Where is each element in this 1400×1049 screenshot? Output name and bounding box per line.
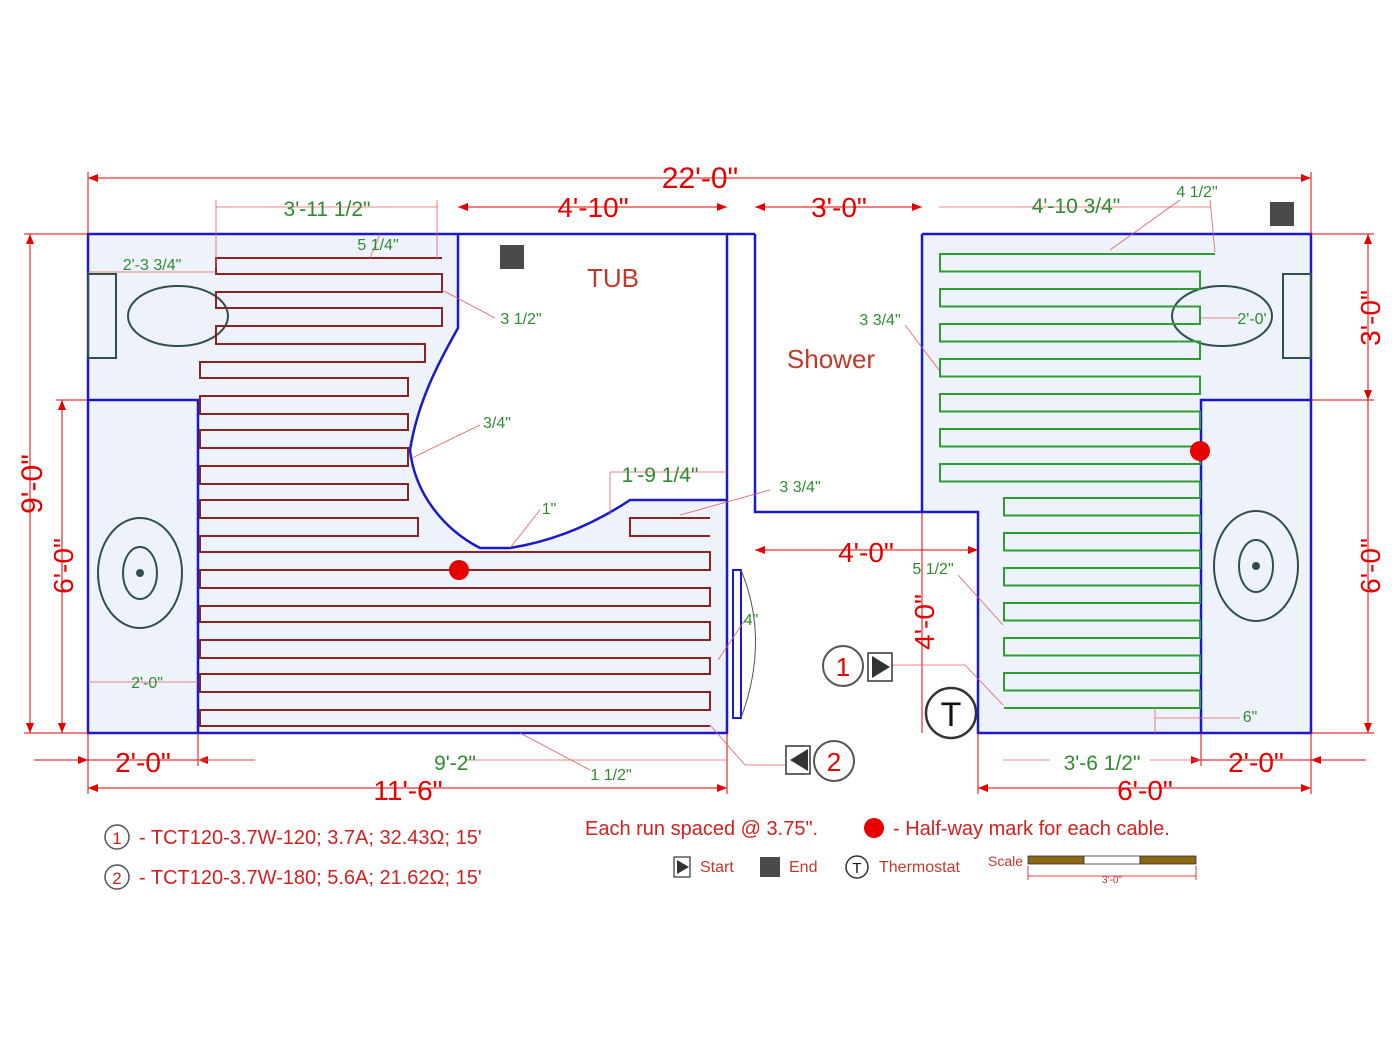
legend-halfway-dot (864, 818, 884, 838)
legend-start-icon (677, 860, 689, 874)
room-label-tub: TUB (587, 263, 639, 293)
legend: 1 - TCT120-3.7W-120; 3.7A; 32.43Ω; 15' 2… (104, 818, 1197, 890)
room-label-shower: Shower (787, 344, 875, 374)
legend-scale-value: 3'-0" (1102, 875, 1122, 886)
dim-right-upper-height: 3'-0" (1355, 290, 1386, 346)
dim-one-inch: 1" (542, 501, 557, 518)
dim-four-inch: 4" (744, 612, 759, 629)
legend-spacing-note: Each run spaced @ 3.75". (585, 818, 818, 840)
right-room-outline (922, 232, 1313, 735)
legend-scale-label: Scale (988, 853, 1023, 869)
legend-start-label: Start (700, 859, 734, 876)
dim-right-top-run: 4'-10 3/4" (1032, 195, 1121, 218)
heating-cable-right (939, 253, 1215, 709)
dim-left-vanity: 2'-0" (115, 747, 171, 778)
dim-three-half: 3 1/2" (500, 311, 541, 328)
sink-icon-right (1213, 510, 1299, 622)
start-marker-1-label: 1 (836, 652, 850, 682)
dim-overall-height: 9'-0" (16, 454, 49, 514)
dim-right-bottom-run: 3'-6 1/2" (1064, 752, 1141, 775)
halfway-mark-left (449, 560, 469, 580)
dim-six-inch: 6" (1243, 709, 1258, 726)
cable-left-path (199, 257, 711, 727)
dim-five-half: 5 1/2" (912, 561, 953, 578)
dim-one-nine: 1'-9 1/4" (622, 464, 699, 487)
cable-dimension-lines (88, 199, 1240, 771)
heating-cable-left (199, 257, 711, 727)
shower-walls (753, 234, 924, 514)
dim-tub-width: 4'-10" (557, 192, 628, 223)
toilet-icon-right (1171, 273, 1312, 359)
dim-three-quarter: 3/4" (483, 415, 511, 432)
left-vanity-wall (88, 398, 200, 733)
dim-right-lower-height: 6'-0" (1355, 538, 1386, 594)
legend-thermostat-symbol: T (852, 860, 861, 877)
halfway-mark-right (1190, 441, 1210, 461)
dim-shower-bottom: 4'-0" (838, 537, 894, 568)
dim-overall-width: 22'-0" (662, 162, 738, 195)
dim-passage-height: 4'-0" (909, 594, 940, 650)
dim-one-half: 1 1/2" (590, 767, 631, 784)
scale-bar: 3'-0" (1027, 855, 1197, 886)
legend-cable-1-num: 1 (112, 829, 121, 848)
toilet-icon-left (87, 273, 229, 359)
dim-left-total: 11'-6" (373, 775, 442, 806)
dim-right-toilet-offset: 2'-0' (1237, 311, 1266, 328)
dimension-lines (24, 172, 1374, 794)
start-marker-2-label: 2 (827, 747, 841, 777)
dim-right-total: 6'-0" (1117, 775, 1173, 806)
legend-end-icon (760, 857, 780, 877)
end-marker-right (1270, 202, 1294, 226)
dim-shower-width: 3'-0" (811, 192, 867, 223)
dim-three-three-quarter-left: 3 3/4" (779, 479, 820, 496)
cable-right-path (939, 253, 1215, 709)
door (732, 569, 756, 719)
right-floor (922, 234, 1311, 733)
end-marker-left (500, 245, 524, 269)
dim-three-three-quarter-right: 3 3/4" (859, 312, 900, 329)
dim-left-lower-height: 6'-0" (48, 538, 79, 594)
sink-icon-left (97, 517, 183, 629)
legend-cable-2-num: 2 (112, 869, 121, 888)
dim-left-toilet-offset: 2'-0" (131, 675, 163, 692)
legend-halfway-note: - Half-way mark for each cable. (893, 818, 1170, 840)
cable-left-loop (629, 517, 710, 537)
dim-left-top-run: 3'-11 1/2" (284, 198, 371, 221)
legend-thermostat-label: Thermostat (879, 859, 960, 876)
legend-cable-1: - TCT120-3.7W-120; 3.7A; 32.43Ω; 15' (139, 827, 482, 849)
thermostat-marker-label: T (941, 696, 962, 734)
start-marker-1: 1 (822, 645, 893, 687)
thermostat-icon: T (924, 686, 978, 740)
tub-outline (408, 234, 727, 550)
legend-cable-2: - TCT120-3.7W-180; 5.6A; 21.62Ω; 15' (139, 867, 482, 889)
dim-left-wall-offset: 2'-3 3/4" (123, 257, 182, 274)
dim-left-bottom-run: 9'-2" (434, 752, 476, 775)
dimension-labels: 22'-0" 4'-10" 3'-0" 9'-0" 6'-0" 3'-0" 6'… (16, 162, 1386, 806)
dim-right-vanity: 2'-0" (1228, 747, 1284, 778)
legend-end-label: End (789, 859, 817, 876)
dim-four-half: 4 1/2" (1176, 184, 1217, 201)
dim-five-quarter: 5 1/4" (357, 237, 398, 254)
cable-dimension-labels: 3'-11 1/2" 4'-10 3/4" 2'-3 3/4" 5 1/4" 3… (123, 184, 1267, 784)
start-marker-2: 2 (785, 740, 855, 782)
